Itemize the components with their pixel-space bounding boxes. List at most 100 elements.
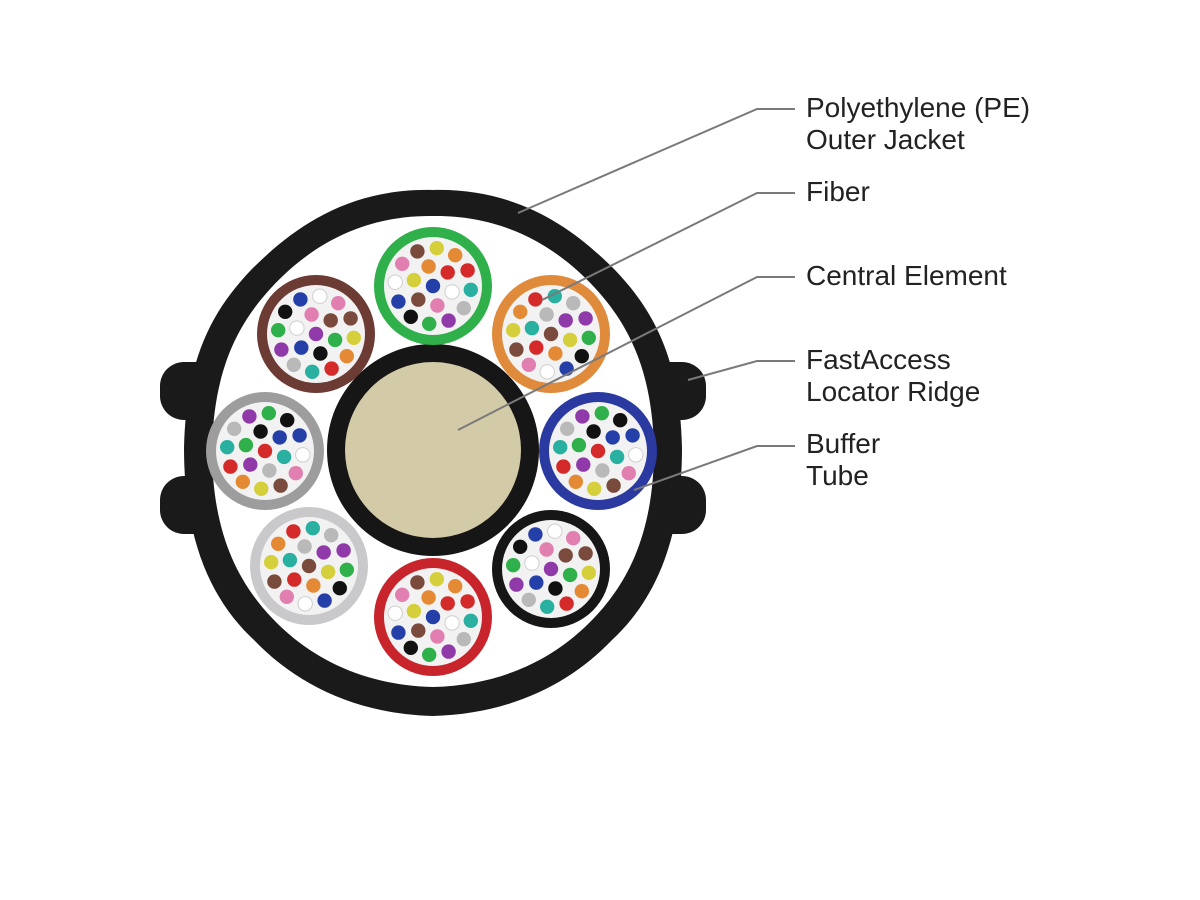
fiber: [243, 457, 258, 472]
label-locator-ridge-line1: FastAccess: [806, 344, 951, 375]
fiber: [448, 248, 463, 263]
fiber: [421, 259, 436, 274]
fiber: [513, 539, 528, 554]
fiber: [548, 581, 563, 596]
fiber: [421, 590, 436, 605]
fiber: [406, 272, 422, 288]
fiber: [574, 584, 589, 599]
fiber: [286, 524, 301, 539]
fiber: [271, 536, 286, 551]
fiber: [628, 447, 644, 463]
fiber: [553, 440, 568, 455]
fiber: [403, 640, 418, 655]
fiber: [539, 542, 554, 557]
fiber: [521, 357, 536, 372]
fiber: [566, 531, 581, 546]
leader-line-fiber: [541, 192, 795, 301]
fiber: [410, 244, 425, 259]
fiber: [456, 632, 471, 647]
fiber: [267, 574, 282, 589]
fiber: [609, 449, 625, 465]
fiber: [387, 605, 403, 621]
fiber: [425, 278, 441, 294]
label-locator-ridge: FastAccess Locator Ridge: [806, 344, 980, 408]
fiber: [327, 332, 343, 348]
label-buffer-tube: Buffer Tube: [806, 428, 880, 492]
fiber: [304, 307, 319, 322]
fiber: [324, 361, 339, 376]
fiber: [571, 437, 587, 453]
fiber: [301, 558, 317, 574]
buffer-tube-red: [374, 558, 492, 676]
buffer-tube-brown: [257, 275, 375, 393]
fiber: [625, 428, 640, 443]
buffer-tube-blue: [539, 392, 657, 510]
fiber: [257, 443, 273, 459]
label-outer-jacket-line1: Polyethylene (PE): [806, 92, 1031, 123]
fiber: [575, 409, 590, 424]
fiber: [411, 292, 426, 307]
fiber: [261, 406, 276, 421]
buffer-tube-black: [492, 510, 610, 628]
buffer-tube-gray: [206, 392, 324, 510]
fiber: [562, 567, 578, 583]
label-fiber: Fiber: [806, 176, 870, 208]
fiber: [339, 349, 354, 364]
fiber: [223, 459, 238, 474]
fiber: [279, 589, 294, 604]
fiber: [242, 409, 257, 424]
fiber: [276, 449, 292, 465]
fiber: [595, 463, 610, 478]
fiber: [581, 565, 596, 580]
fiber: [403, 309, 418, 324]
fiber: [524, 555, 540, 571]
fiber: [440, 596, 455, 611]
fiber: [456, 301, 471, 316]
fiber: [278, 304, 293, 319]
fiber: [272, 430, 287, 445]
fiber: [529, 340, 544, 355]
fiber: [331, 296, 346, 311]
fiber: [613, 413, 628, 428]
leader-lines: [457, 108, 795, 491]
leader-line-central-element: [457, 276, 795, 431]
fiber: [574, 349, 589, 364]
fiber: [460, 263, 475, 278]
fiber: [441, 644, 456, 659]
fiber: [274, 342, 289, 357]
fiber: [463, 613, 478, 628]
fiber: [411, 623, 426, 638]
fiber: [235, 474, 250, 489]
fiber: [282, 552, 298, 568]
fiber: [590, 443, 606, 459]
fiber: [521, 592, 536, 607]
fiber: [429, 572, 444, 587]
fiber: [238, 437, 254, 453]
fiber: [540, 599, 555, 614]
fiber: [313, 346, 328, 361]
fiber: [295, 447, 311, 463]
fiber: [578, 311, 593, 326]
fiber: [448, 579, 463, 594]
fiber: [539, 364, 555, 380]
fiber: [621, 466, 636, 481]
fiber: [280, 413, 295, 428]
central-element: [327, 344, 539, 556]
fiber: [227, 421, 242, 436]
fiber: [306, 578, 321, 593]
fiber: [297, 596, 313, 612]
fiber: [587, 481, 602, 496]
fiber: [323, 313, 338, 328]
label-fiber-line1: Fiber: [806, 176, 870, 207]
fiber: [594, 406, 609, 421]
fiber: [581, 330, 596, 345]
label-outer-jacket-line2: Outer Jacket: [806, 124, 965, 155]
label-central-element: Central Element: [806, 260, 1007, 292]
buffer-tubes: [206, 227, 657, 676]
fiber: [343, 311, 358, 326]
fiber: [305, 364, 320, 379]
fiber: [547, 523, 563, 539]
fiber: [317, 593, 332, 608]
fiber: [324, 528, 339, 543]
